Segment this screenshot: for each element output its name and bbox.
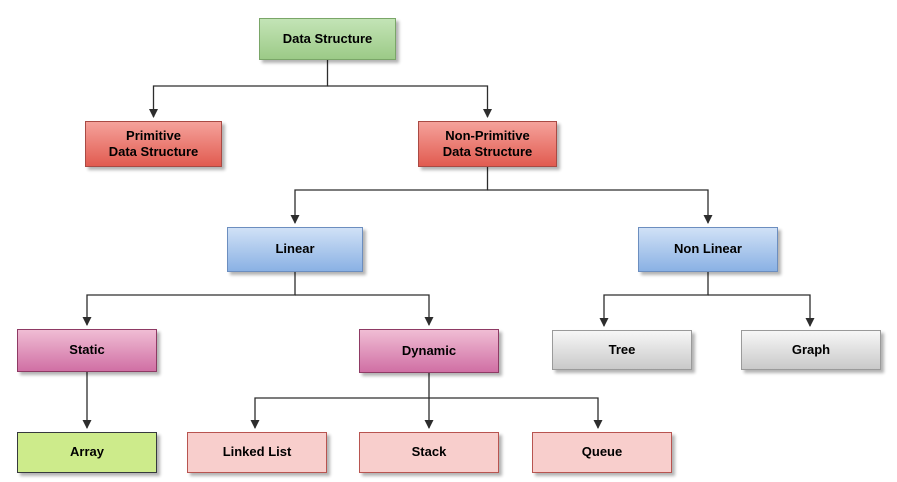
node-non-primitive-data-structure: Non-Primitive Data Structure (418, 121, 557, 167)
node-non-linear: Non Linear (638, 227, 778, 272)
edge-nonlinear-graph (708, 294, 815, 327)
node-static: Static (17, 329, 157, 372)
edge-dynamic-linkedlist (250, 373, 430, 429)
node-tree: Tree (552, 330, 692, 370)
node-dynamic: Dynamic (359, 329, 499, 373)
node-data-structure: Data Structure (259, 18, 396, 60)
edge-dynamic-queue (429, 397, 603, 429)
edge-linear-static (82, 272, 296, 326)
node-array: Array (17, 432, 157, 473)
edge-nonprimitive-linear (290, 167, 489, 224)
node-primitive-data-structure: Primitive Data Structure (85, 121, 222, 167)
node-stack: Stack (359, 432, 499, 473)
node-linear: Linear (227, 227, 363, 272)
edge-nonprimitive-nonlinear (487, 189, 713, 224)
node-queue: Queue (532, 432, 672, 473)
edge-datastructure-primitive (149, 60, 329, 118)
node-graph: Graph (741, 330, 881, 370)
node-linked-list: Linked List (187, 432, 327, 473)
edge-datastructure-nonprimitive (327, 85, 492, 118)
edge-linear-dynamic (295, 294, 434, 326)
edge-nonlinear-tree (599, 272, 709, 327)
